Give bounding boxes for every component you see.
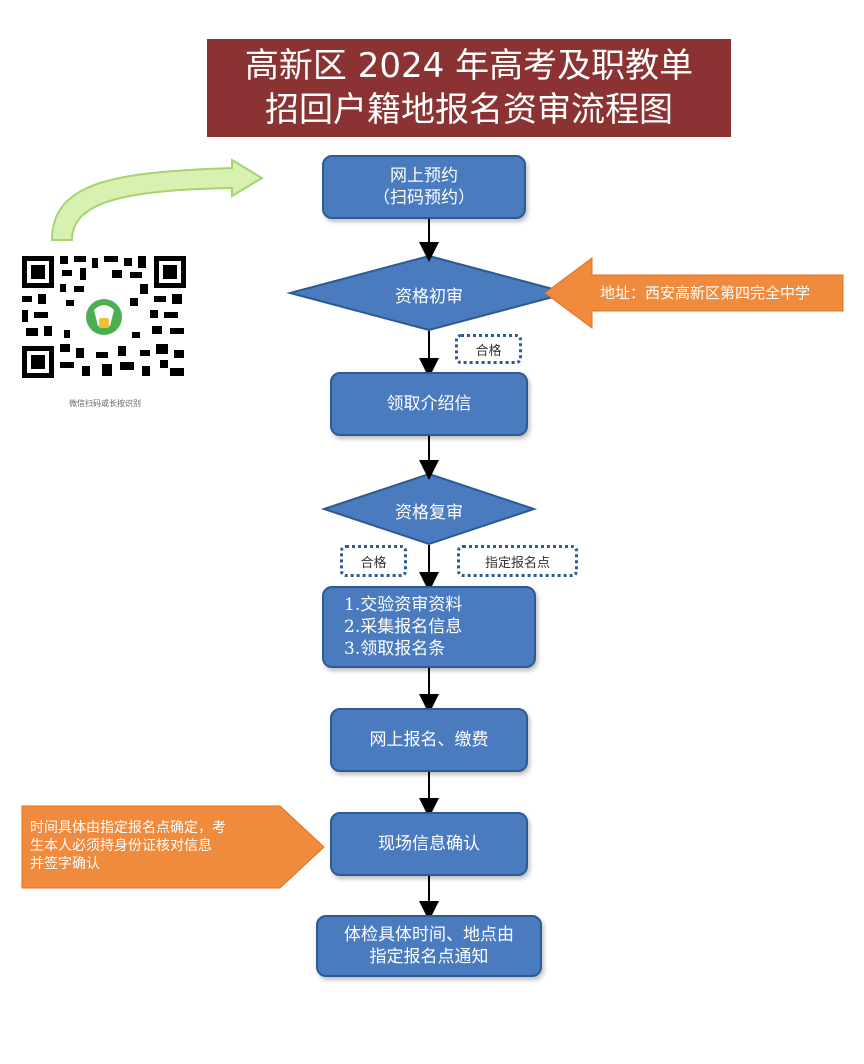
diamond-initial-review [286,254,572,332]
step-submit-materials-line-2: 2.采集报名信息 [344,617,463,637]
step-online-booking-line-1: 网上预约 [390,166,458,186]
step-online-booking-line-2: （扫码预约） [373,188,475,208]
tag-qualified-1: 合格 [455,334,522,364]
note-callout-line-3: 并签字确认 [30,856,100,872]
re-review-label: 资格复审 [395,503,463,523]
step-health-check: 体检具体时间、地点由 指定报名点通知 [316,915,542,977]
step-health-check-line-2: 指定报名点通知 [369,947,489,967]
step-submit-materials-line-1: 1.交验资审资料 [344,595,463,615]
initial-review-label: 资格初审 [395,287,463,307]
note-callout-line-2: 生本人必须持身份证核对信息 [30,838,212,854]
address-callout: 地址：西安高新区第四完全中学 [600,284,811,302]
step-online-register: 网上报名、缴费 [330,708,528,772]
step-online-register-label: 网上报名、缴费 [369,730,489,750]
qr-code [18,252,190,382]
tag-qualified-2: 合格 [340,545,407,577]
step-submit-materials: 1.交验资审资料 2.采集报名信息 3.领取报名条 [322,586,536,668]
title-line-2: 招回户籍地报名资审流程图 [265,90,673,130]
address-callout-shape [544,257,844,329]
title-line-1: 高新区 2024 年高考及职教单 [244,46,694,86]
step-submit-materials-line-3: 3.领取报名条 [344,639,446,659]
step-health-check-line-1: 体检具体时间、地点由 [344,925,514,945]
diamond-re-review [320,472,538,546]
tag-designated-point: 指定报名点 [457,545,578,577]
step-intro-letter-label: 领取介绍信 [386,394,472,414]
note-callout: 时间具体由指定报名点确定，考 生本人必须持身份证核对信息 并签字确认 [30,819,280,873]
step-intro-letter: 领取介绍信 [330,372,528,436]
step-onsite-confirm: 现场信息确认 [330,812,528,876]
step-online-booking: 网上预约 （扫码预约） [322,155,526,219]
step-onsite-confirm-label: 现场信息确认 [378,834,480,854]
page-title: 高新区 2024 年高考及职教单 招回户籍地报名资审流程图 [207,39,731,137]
note-callout-shape [21,805,325,889]
curved-arrow-icon [50,158,264,241]
qr-caption: 微信扫码或长按识别 [69,399,141,408]
note-callout-line-1: 时间具体由指定报名点确定，考 [30,820,226,836]
